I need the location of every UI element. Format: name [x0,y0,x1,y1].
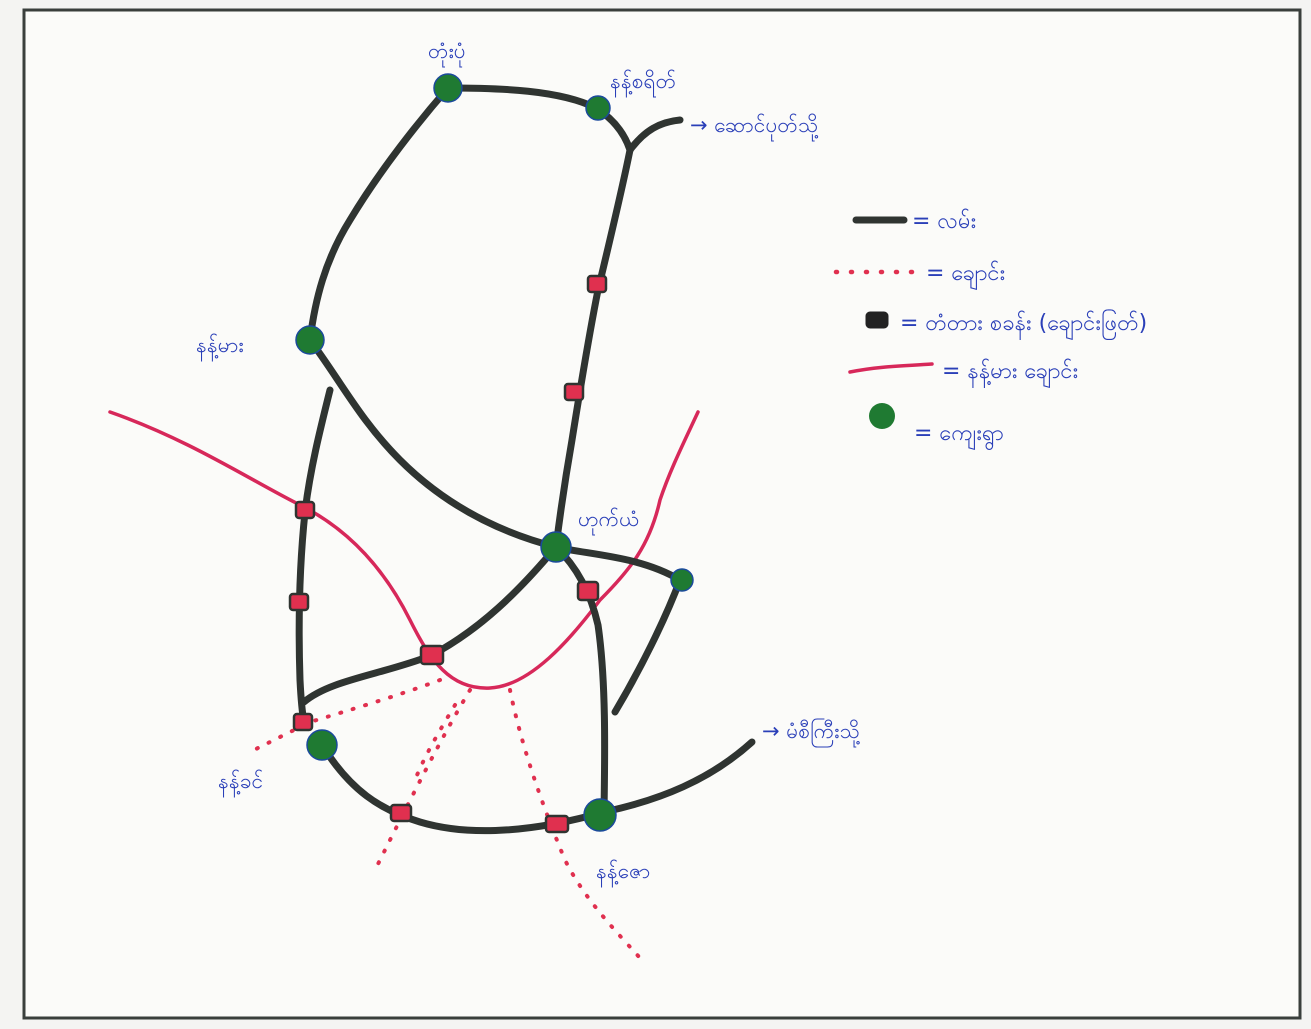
village-south[interactable] [583,798,617,832]
bridge-icon [544,814,570,834]
legend-road-label: = လမ်း [912,208,976,234]
bridge-icon [586,274,608,294]
bridge-icon [563,382,585,402]
road-east-trunk [552,146,634,551]
village-southwest[interactable] [306,729,338,761]
road-east-down [611,576,684,716]
village-northeast[interactable] [585,95,611,121]
map-frame [22,8,1302,1020]
legend: = လမ်း = ချောင်း = တံတား စခန်း (ချောင်းဖ… [833,208,1147,451]
road-north-exit [626,116,684,154]
village-east[interactable] [670,568,694,592]
road-southeast-exit [600,738,756,816]
road-north-loop [444,84,634,154]
bridges [288,274,608,834]
bridge-icon [288,592,310,612]
bridge-icon [419,644,445,666]
bridge-icon [389,803,413,823]
legend-river-symbol [848,362,934,374]
path-sw [248,678,442,754]
legend-bridge-symbol [865,311,889,329]
path-s3 [413,703,457,782]
paths [248,678,642,960]
road-south-arc [318,741,608,835]
village-north[interactable] [433,73,463,103]
legend-bridge-label: = တံတား စခန်း (ချောင်းဖြတ်) [900,309,1147,340]
road-center-south [552,543,609,816]
road-west-to-center [306,336,560,551]
bridge-icon [294,500,316,520]
road-west-upper [306,84,452,344]
bridge-icon [576,580,600,602]
villages [295,73,694,832]
village-center[interactable] [540,531,572,563]
roads [295,84,756,835]
direction-label-southeast: → မံစီကြီးသို့ [762,717,861,748]
legend-path-label: = ချောင်း [926,260,1005,290]
river-line [108,410,700,690]
road-west-lower [295,386,334,726]
legend-village-symbol [869,403,895,429]
village-west[interactable] [295,325,325,355]
bridge-icon [292,712,314,732]
legend-river-label: = နန့်မား ချောင်း [942,358,1078,388]
